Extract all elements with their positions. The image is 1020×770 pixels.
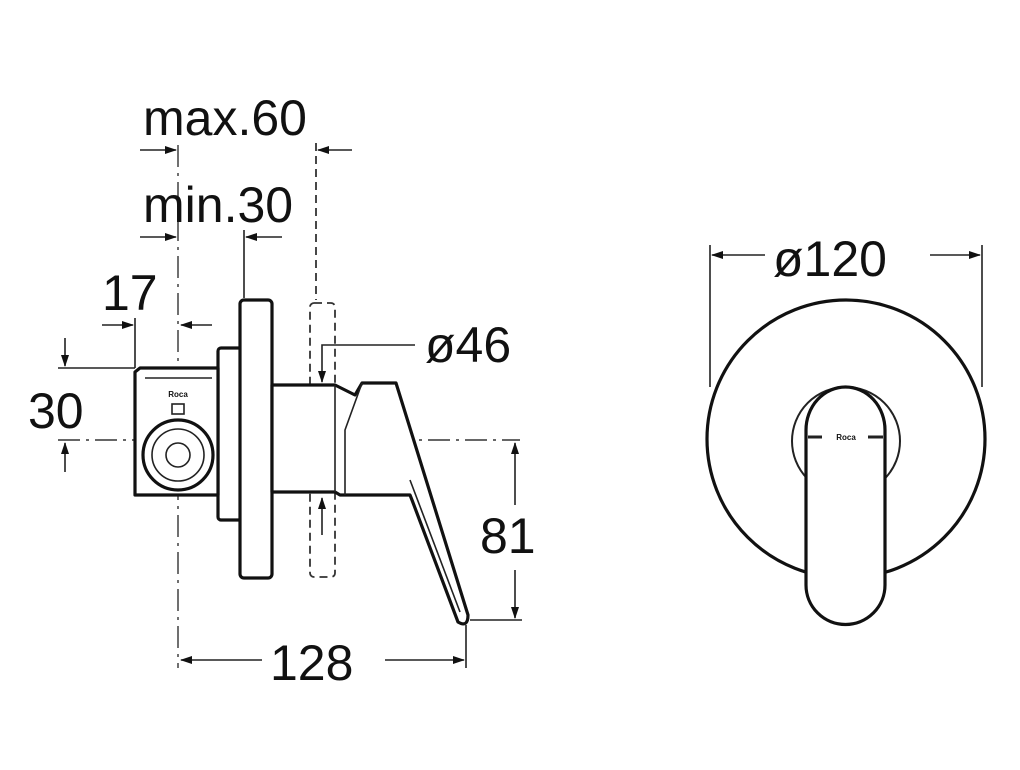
plate-diameter-label: ø120 (773, 231, 887, 287)
max-depth-label: max.60 (143, 90, 307, 146)
brand-logo: Roca (168, 390, 188, 399)
handle-drop-label: 81 (480, 508, 536, 564)
valve-body: Roca (133, 346, 244, 522)
front-handle (804, 385, 887, 627)
wall-plate (238, 298, 274, 580)
front-view: Roca ø120 (705, 231, 987, 627)
front-brand-logo: Roca (836, 433, 856, 442)
total-length-label: 128 (270, 635, 353, 691)
spout-diameter-label: ø46 (425, 317, 511, 373)
min-depth-label: min.30 (143, 177, 293, 233)
body-offset-label: 17 (102, 265, 158, 321)
side-view: Roca ø46 max.60 min.30 17 30 (28, 90, 536, 691)
body-height-label: 30 (28, 383, 84, 439)
handle (270, 381, 470, 626)
